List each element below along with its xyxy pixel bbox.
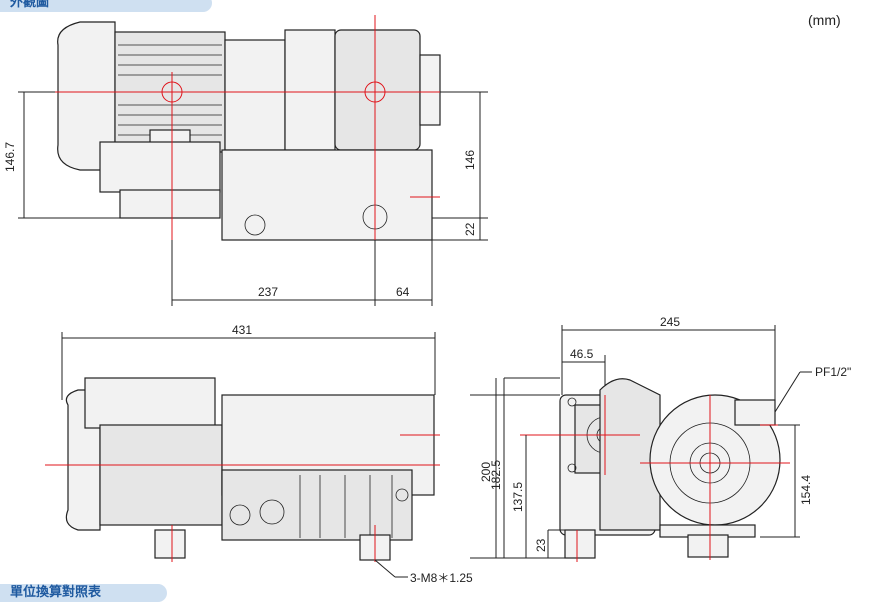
plan-motor-body [99,424,223,526]
end-view [470,325,812,562]
unit-label: (mm) [808,12,841,28]
plan-pump-fins [221,469,413,541]
motor-foot [99,141,221,193]
callout-port: PF1/2" [815,365,851,379]
end-foot-a [564,529,596,559]
pump-cap [419,54,441,126]
side-elevation-view [18,15,488,306]
plan-foot-a [154,529,186,559]
dim-pump-height: 146 [463,150,477,170]
dim-height-b: 137.5 [511,482,525,512]
end-foot-b [687,534,729,558]
dim-length-a: 237 [258,285,278,299]
dim-total-length: 431 [232,323,252,337]
end-port [734,399,776,426]
dim-total-height: 200 [479,462,493,482]
drain-plug [244,214,266,236]
pump-head [334,29,421,151]
section-tab-outline: 外觀圖 [0,0,212,12]
dim-length-b: 64 [396,285,410,299]
section-tab-conversion: 單位換算對照表 [0,584,167,602]
dim-flange-offset: 46.5 [570,347,594,361]
plan-view [45,332,440,578]
coupling-housing [284,29,336,151]
dim-height-c: 154.4 [799,475,813,505]
dim-height-a: 182.5 [489,460,503,490]
dim-side-height: 146.7 [3,142,17,172]
motor-base [119,189,221,219]
dim-base-offset: 22 [463,222,477,236]
dim-foot-height: 23 [534,538,548,552]
callout-bolts: 3-M8＊1.25 [410,571,473,585]
pump-body [221,149,433,241]
dim-width: 245 [660,315,680,329]
motor-flange [224,39,286,151]
plan-terminal-box [84,377,216,429]
